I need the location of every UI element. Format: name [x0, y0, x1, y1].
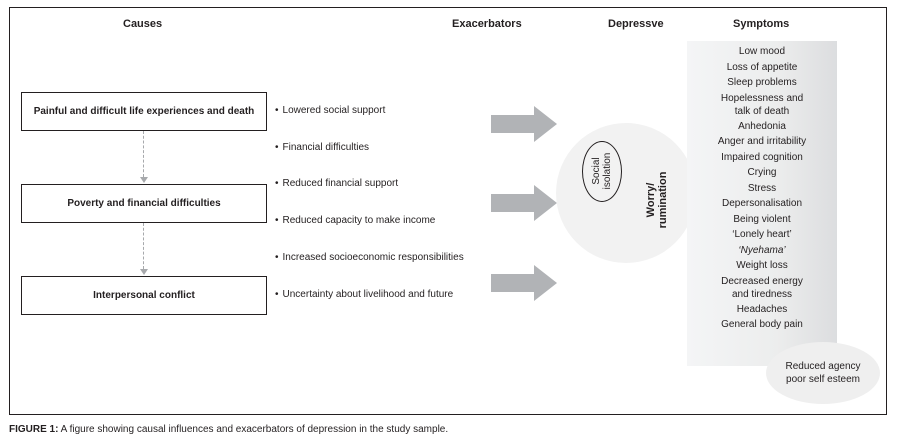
- worry-line: rumination: [657, 171, 669, 229]
- block-arrow-right-icon: [491, 106, 557, 142]
- social-isolation-ellipse: [582, 141, 622, 202]
- header-symptoms: Symptoms: [733, 18, 790, 30]
- cause-box-poverty: Poverty and financial difficulties: [21, 184, 267, 223]
- figure-caption: FIGURE 1: A figure showing causal influe…: [9, 424, 448, 435]
- symptom-item: Loss of appetite: [726, 61, 798, 73]
- symptom-item: Weight loss: [736, 260, 788, 271]
- arrowhead-down-icon: [140, 269, 148, 275]
- agency-line: poor self esteem: [786, 374, 860, 385]
- exacerbator-item: Financial difficulties: [275, 142, 370, 153]
- symptom-item: ‘Nyehama’: [738, 244, 786, 256]
- dashed-connector: [143, 131, 144, 177]
- caption-text: A figure showing causal influences and e…: [58, 424, 449, 435]
- header-depressive: Depressve: [608, 18, 664, 30]
- symptom-item: General body pain: [721, 319, 803, 330]
- symptom-line: Decreased energy: [721, 275, 803, 287]
- arrowhead-down-icon: [140, 177, 148, 183]
- exacerbator-item: Reduced financial support: [275, 178, 399, 189]
- cause-label: Poverty and financial difficulties: [67, 198, 221, 209]
- agency-line: Reduced agency: [785, 361, 861, 372]
- caption-label: FIGURE 1:: [9, 424, 59, 435]
- isolation-line: isolation: [602, 152, 613, 190]
- symptom-line: Hopelessness and: [720, 92, 804, 104]
- symptom-line: talk of death: [734, 105, 790, 117]
- symptoms-list: Low mood Loss of appetite Sleep problems…: [687, 44, 837, 333]
- exacerbator-item: Increased socioeconomic responsibilities: [275, 252, 464, 263]
- exacerbator-item: Uncertainty about livelihood and future: [275, 289, 454, 300]
- symptom-item: Depersonalisation: [721, 198, 803, 209]
- symptoms-panel: [687, 41, 837, 366]
- exacerbator-item: Reduced capacity to make income: [275, 215, 436, 226]
- symptom-item: Anger and irritability: [717, 136, 807, 147]
- cause-box-life-experiences: Painful and difficult life experiences a…: [21, 92, 267, 131]
- block-arrow-right-icon: [491, 265, 557, 301]
- isolation-line: Social: [591, 157, 602, 185]
- cause-box-interpersonal: Interpersonal conflict: [21, 276, 267, 315]
- symptom-item: ‘Lonely heart’: [732, 229, 792, 240]
- figure-frame: [9, 7, 887, 415]
- symptom-item: Impaired cognition: [721, 151, 803, 163]
- cause-label: Painful and difficult life experiences a…: [33, 106, 255, 117]
- symptom-item: Crying: [747, 167, 777, 178]
- symptom-line: and tiredness: [731, 288, 793, 300]
- worry-line: Worry/: [645, 182, 657, 218]
- symptom-item: Hopelessness and talk of death: [687, 92, 837, 118]
- header-causes: Causes: [123, 18, 163, 30]
- symptom-item: Being violent: [733, 213, 791, 225]
- social-isolation-label: Social isolation: [591, 153, 613, 190]
- symptom-item: Stress: [747, 182, 777, 194]
- symptom-item: Decreased energy and tiredness: [687, 275, 837, 301]
- symptom-item: Anhedonia: [738, 120, 786, 132]
- symptom-item: Sleep problems: [727, 77, 797, 88]
- cause-label: Interpersonal conflict: [93, 290, 195, 301]
- exacerbator-item: Lowered social support: [275, 105, 386, 116]
- symptom-item: Low mood: [738, 46, 786, 57]
- depressive-core-circle: [556, 123, 696, 263]
- reduced-agency-ellipse: Reduced agency poor self esteem: [766, 342, 880, 404]
- symptom-item: Headaches: [736, 303, 788, 315]
- dashed-connector: [143, 223, 144, 269]
- block-arrow-right-icon: [491, 185, 557, 221]
- header-exacerbators: Exacerbators: [452, 18, 522, 30]
- worry-rumination-label: Worry/ rumination: [645, 172, 669, 229]
